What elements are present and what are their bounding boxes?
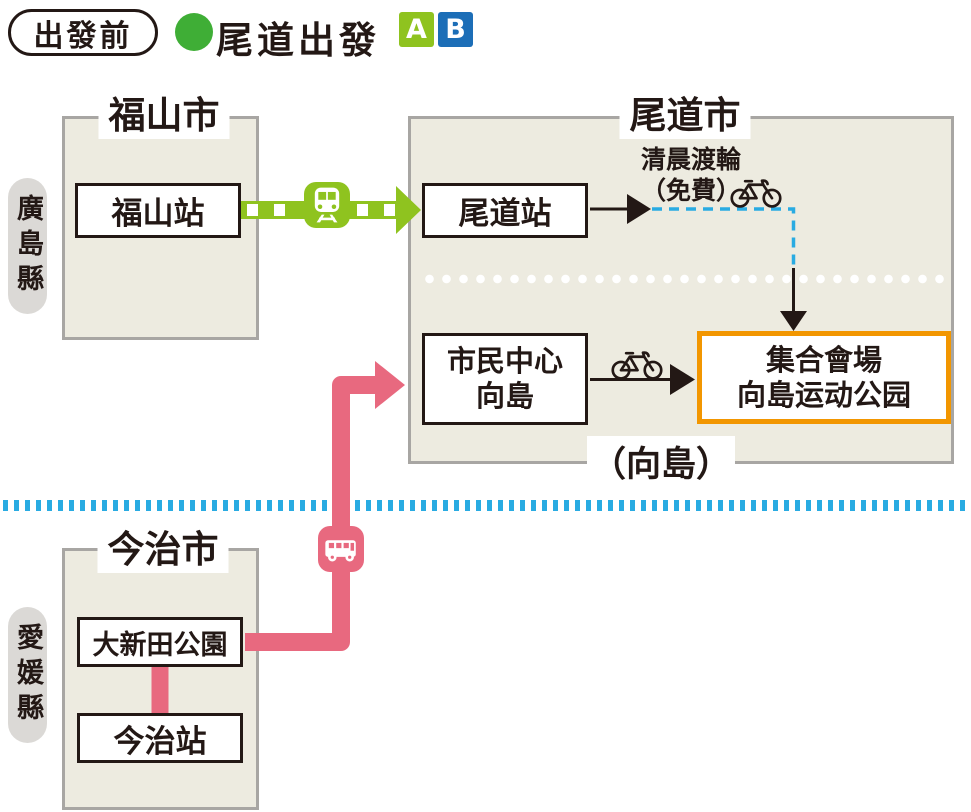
station-box-imabari: 今治站 [77,713,243,763]
shore-divider-dotted [421,274,948,284]
bus-icon [318,526,364,572]
bus-glyph [325,540,356,562]
park-label: 大新田公園 [92,629,228,661]
bicycle-icon-ferry [730,179,782,208]
legend-label: 尾道出發 [216,19,380,62]
prefecture-label-ehime: 愛媛縣 [8,607,47,743]
venue-line2: 向島运动公园 [736,377,911,412]
station-label-imabari: 今治站 [113,723,207,760]
train-icon [304,182,350,228]
civic-center-line1: 市民中心 [446,344,563,378]
ferry-note-line1: 清晨渡輪 [641,145,742,174]
city-title-fukuyama: 福山市 [98,93,230,140]
green-dot-icon [175,13,213,51]
meeting-venue-box: 集合會場 向島运动公园 [697,331,951,424]
prefecture-label-hiroshima: 廣島縣 [8,178,47,314]
ferry-note-line2: （免費） [641,176,742,205]
city-title-imabari: 今治市 [97,527,229,574]
station-label-fukuyama: 福山站 [111,196,205,232]
venue-line1: 集合會場 [765,342,882,377]
ferry-note: 清晨渡輪 （免費） [641,144,741,206]
park-box-oshinden: 大新田公園 [77,617,243,667]
island-note: （向島） [586,436,736,487]
station-label-onomichi: 尾道站 [458,196,552,232]
civic-center-box: 市民中心 向島 [422,333,588,425]
train-glyph [314,187,340,223]
route-marker-a: A [399,12,434,47]
station-box-fukuyama: 福山站 [75,183,241,238]
bicycle-icon-ride [611,351,663,380]
civic-center-line2: 向島 [475,379,534,413]
route-marker-b: B [438,12,473,47]
station-box-onomichi: 尾道站 [422,183,588,238]
city-box-imabari [62,548,259,810]
city-title-onomichi: 尾道市 [619,93,751,140]
stage-badge: 出發前 [8,9,158,56]
sea-route-divider-dotted [3,500,968,511]
